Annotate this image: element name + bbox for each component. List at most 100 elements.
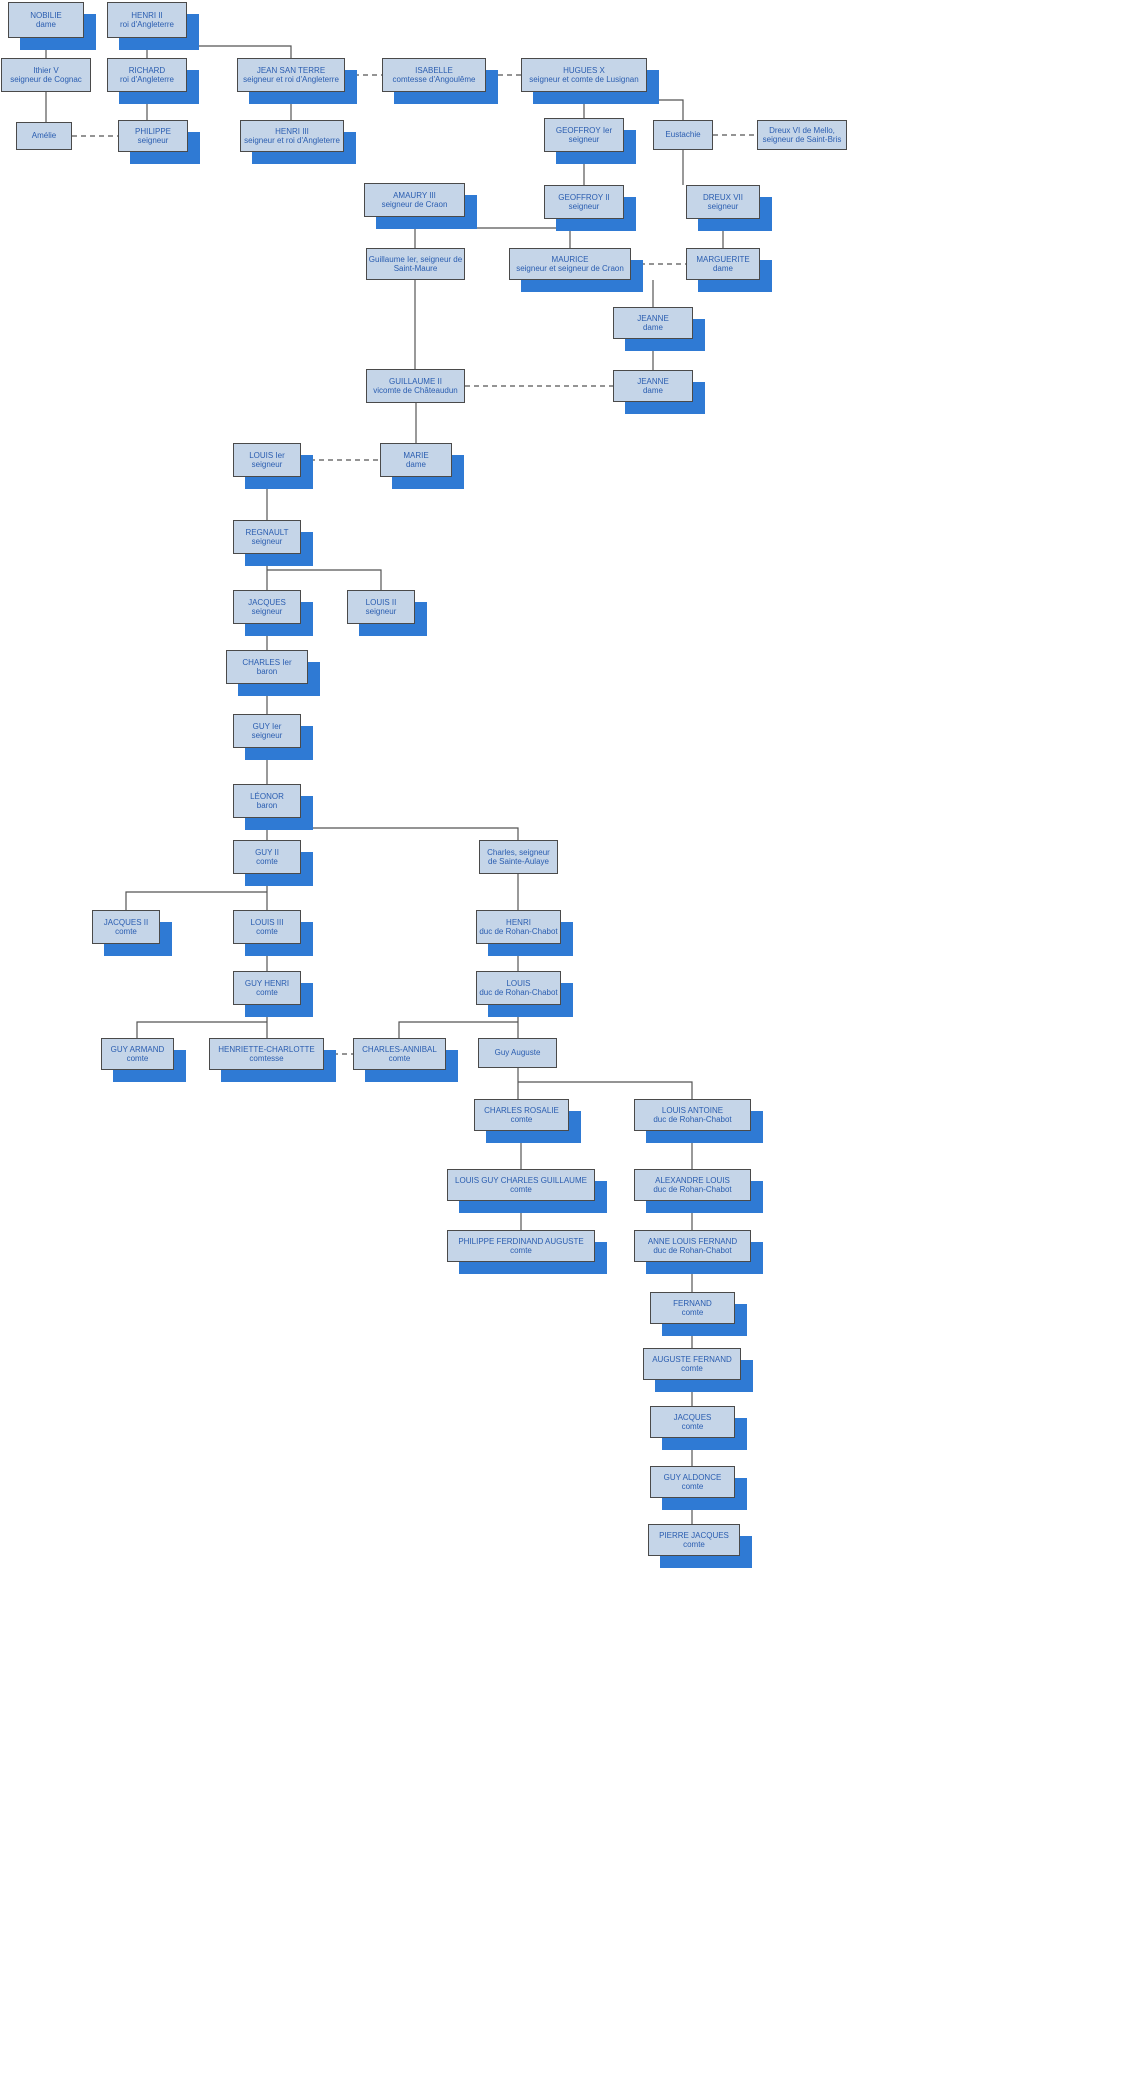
person-name: LOUIS ANTOINE xyxy=(661,1105,724,1115)
person-name: CHARLES Ier xyxy=(242,657,292,667)
person-title: comte xyxy=(681,1308,704,1317)
person-name: Eustachie xyxy=(665,130,701,140)
person-name: Charles, seigneur xyxy=(487,847,550,857)
connector-line xyxy=(267,569,382,590)
person-title: seigneur et roi d'Angleterre xyxy=(243,75,339,84)
person-title: dame xyxy=(642,386,663,395)
person-name: LÉONOR xyxy=(250,791,284,801)
person-name: GEOFFROY II xyxy=(558,192,610,202)
person-title: seigneur xyxy=(251,537,283,546)
person-name: GUY II xyxy=(255,847,279,857)
person-name: PHILIPPE FERDINAND AUGUSTE xyxy=(458,1236,584,1246)
person-name: MAURICE xyxy=(551,254,589,264)
person-node-amelie[interactable]: Amélie xyxy=(16,122,72,150)
person-title: seigneur de Saint-Bris xyxy=(762,135,842,144)
person-title: dame xyxy=(642,323,663,332)
person-title: seigneur de Craon xyxy=(381,200,448,209)
person-name: HENRI xyxy=(506,917,531,927)
person-title: baron xyxy=(256,801,278,810)
person-name: Guillaume Ier, seigneur de xyxy=(368,254,463,264)
person-title: comte xyxy=(683,1540,705,1549)
person-title: duc de Rohan-Chabot xyxy=(479,927,558,936)
person-name: GUY ARMAND xyxy=(110,1044,165,1054)
person-name: Ithier V xyxy=(33,65,59,75)
person-title: comte xyxy=(126,1054,149,1063)
person-node-dreux6[interactable]: Dreux VI de Mello,seigneur de Saint-Bris xyxy=(757,120,847,150)
person-node-guyauguste[interactable]: Guy Auguste xyxy=(478,1038,557,1068)
person-title: dame xyxy=(712,264,733,273)
connector-line xyxy=(415,227,571,248)
person-title: vicomte de Châteaudun xyxy=(373,386,458,395)
person-title: seigneur xyxy=(707,202,739,211)
person-title: roi d'Angleterre xyxy=(120,20,174,29)
person-title: duc de Rohan-Chabot xyxy=(653,1246,732,1255)
person-name: RICHARD xyxy=(128,65,166,75)
connector-line xyxy=(267,827,519,840)
person-name: ISABELLE xyxy=(415,65,453,75)
person-node-eustachie[interactable]: Eustachie xyxy=(653,120,713,150)
person-name: AUGUSTE FERNAND xyxy=(652,1354,732,1364)
person-name: GUY HENRI xyxy=(244,978,290,988)
person-title: seigneur et seigneur de Craon xyxy=(516,264,624,273)
person-title: baron xyxy=(256,667,278,676)
person-title: comte xyxy=(510,1246,532,1255)
person-name: LOUIS Ier xyxy=(249,450,285,460)
person-title: duc de Rohan-Chabot xyxy=(653,1115,732,1124)
person-title: Saint-Maure xyxy=(393,264,438,273)
person-name: JACQUES xyxy=(673,1412,712,1422)
person-title: seigneur xyxy=(568,135,600,144)
person-title: comtesse d'Angoulême xyxy=(392,75,476,84)
person-name: GEOFFROY Ier xyxy=(555,125,613,135)
person-title: comtesse xyxy=(249,1054,284,1063)
